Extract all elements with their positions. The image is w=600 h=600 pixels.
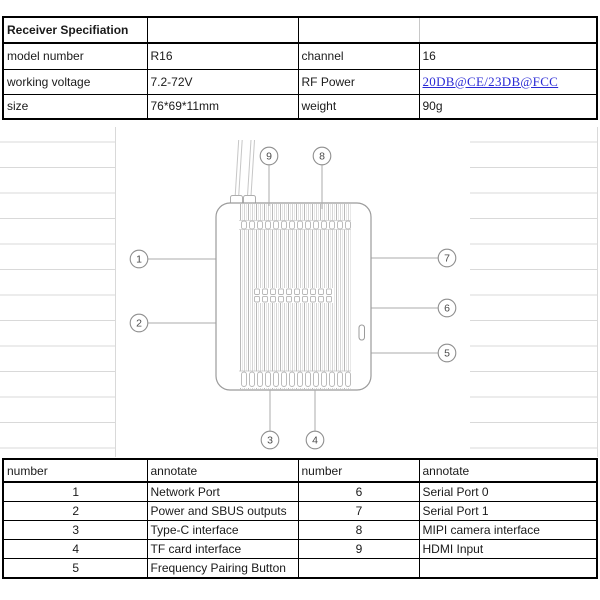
fin-notch-row-middle	[253, 288, 333, 303]
spec-header-cell	[297, 16, 420, 44]
spec-table: Receiver Specifiation model number R16 c…	[2, 16, 598, 120]
callout-3: 3	[260, 430, 280, 450]
spreadsheet-gridlines-right	[470, 117, 598, 449]
port-number: 4	[2, 538, 148, 559]
svg-text:4: 4	[312, 435, 318, 447]
port-number: 5	[2, 557, 148, 579]
callout-6: 6	[437, 298, 457, 318]
port-number: 1	[2, 481, 148, 502]
svg-text:3: 3	[267, 435, 273, 447]
spec-header-cell	[146, 16, 299, 44]
port-number: 6	[297, 481, 420, 502]
port-number: 8	[297, 519, 420, 540]
callout-4: 4	[305, 430, 325, 450]
port-number: 3	[2, 519, 148, 540]
port-annotate	[418, 557, 598, 579]
spec-label: RF Power	[297, 68, 420, 95]
callout-8: 8	[312, 146, 332, 166]
port-annotate: MIPI camera interface	[418, 519, 598, 540]
port-annotate: Frequency Pairing Button	[146, 557, 299, 579]
rf-power-link[interactable]: 20DB@CE/23DB@FCC	[422, 73, 559, 89]
port-header: number	[2, 458, 148, 483]
port-table: number annotate number annotate 1 Networ…	[2, 458, 598, 579]
svg-text:2: 2	[136, 318, 142, 330]
port-header: number	[297, 458, 420, 483]
svg-text:9: 9	[266, 151, 272, 163]
port-number: 2	[2, 500, 148, 521]
spreadsheet-gridlines-left	[0, 117, 115, 449]
callout-7: 7	[437, 248, 457, 268]
port-header: annotate	[418, 458, 598, 483]
port-header: annotate	[146, 458, 299, 483]
callout-2: 2	[129, 313, 149, 333]
svg-text:1: 1	[136, 254, 142, 266]
spreadsheet-gridline-vertical	[115, 127, 116, 457]
spec-label: weight	[297, 93, 420, 120]
port-annotate: Type-C interface	[146, 519, 299, 540]
spec-header-cell	[418, 16, 598, 44]
spec-title: Receiver Specifiation	[2, 16, 148, 44]
spec-value: 90g	[418, 93, 598, 120]
svg-text:8: 8	[319, 151, 325, 163]
spec-value: 16	[418, 42, 598, 70]
spec-label: working voltage	[2, 68, 148, 95]
svg-text:7: 7	[444, 253, 450, 265]
fin-notch-row-top	[239, 220, 351, 230]
port-annotate: Network Port	[146, 481, 299, 502]
spec-label: channel	[297, 42, 420, 70]
spreadsheet-gridline-vertical	[597, 127, 598, 457]
spec-value: 7.2-72V	[146, 68, 299, 95]
spec-label: size	[2, 93, 148, 120]
spec-label: model number	[2, 42, 148, 70]
port-annotate: HDMI Input	[418, 538, 598, 559]
fin-notch-row-bottom	[239, 370, 351, 388]
spec-value: 76*69*11mm	[146, 93, 299, 120]
svg-text:5: 5	[444, 348, 450, 360]
svg-text:6: 6	[444, 303, 450, 315]
port-annotate: Serial Port 0	[418, 481, 598, 502]
callout-5: 5	[437, 343, 457, 363]
spec-value: R16	[146, 42, 299, 70]
port-number	[297, 557, 420, 579]
antenna-cables-icon	[234, 139, 255, 197]
port-number: 9	[297, 538, 420, 559]
receiver-diagram: 1 2 3 4 5 6 7 8	[116, 125, 470, 459]
callout-9: 9	[259, 146, 279, 166]
callout-leader-lines	[148, 165, 438, 431]
port-annotate: Serial Port 1	[418, 500, 598, 521]
port-number: 7	[297, 500, 420, 521]
port-annotate: Power and SBUS outputs	[146, 500, 299, 521]
side-slot	[358, 324, 365, 341]
port-annotate: TF card interface	[146, 538, 299, 559]
callout-1: 1	[129, 249, 149, 269]
